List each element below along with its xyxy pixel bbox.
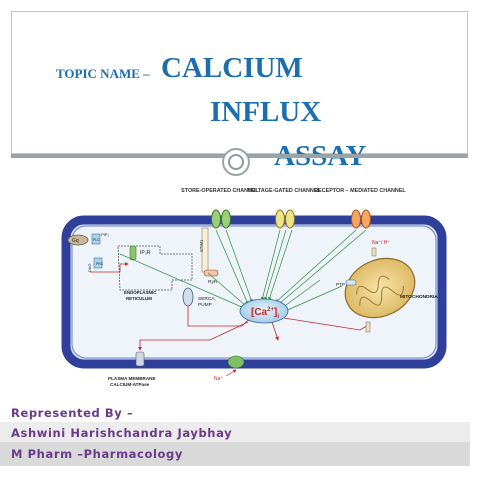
endoplasmic-reticulum: IP₃R ENDOPLASMIC RETICULUM: [117, 245, 193, 301]
voltage-gated-label: VOLTAGE-GATED CHANNEL: [247, 188, 321, 194]
title-frame: [11, 11, 468, 154]
gq-label: Gq: [72, 238, 79, 244]
ca-label: [Ca: [251, 307, 268, 318]
ca-bracket: ]: [274, 307, 277, 318]
cytoplasm: [71, 225, 437, 359]
pmca-label-1: PLASMA MEMBRANE: [108, 376, 156, 381]
topic-name-label: TOPIC NAME –: [56, 66, 150, 81]
gq-plc-complex: Gq PLC PIP₂ DAG PKC: [67, 232, 109, 272]
voltage-gated-channel: [275, 209, 295, 229]
ca-charge: 2+: [267, 307, 274, 313]
title-line-2: INFLUX: [210, 96, 322, 128]
er-label-2: RETICULUM: [126, 296, 152, 301]
plasma-membrane-atpase: PLASMA MEMBRANE CALCIUM-ATPase: [108, 351, 156, 387]
receptor-mediated-label: RECEPTOR – MEDIATED CHANNEL: [314, 188, 406, 194]
footer-band: [0, 442, 470, 466]
na-label: Na⁺: [214, 376, 223, 382]
calcium-ion-pool: [Ca2+]i: [239, 298, 289, 324]
presenter-name: Ashwini Harishchandra Jaybhay: [11, 426, 233, 440]
serca-label-1: SERCA: [198, 296, 215, 302]
pkc-label: PKC: [96, 262, 104, 266]
mitochondria: MITOCHONDRIA PTP Na⁺/ H⁺: [336, 240, 438, 333]
ryr-label: RyR: [208, 279, 218, 285]
divider-ornament-inner: [228, 154, 244, 170]
footer-band-light: [0, 422, 470, 442]
er-label-1: ENDOPLASMIC: [124, 290, 157, 295]
sodium-calcium-exchanger: Na⁺: [214, 355, 245, 382]
presenter-degree: M Pharm –Pharmacology: [11, 447, 183, 461]
ptp-label: PTP: [336, 282, 345, 287]
ip3r-label: IP₃R: [140, 250, 151, 256]
represented-by-label: Represented By –: [11, 406, 134, 420]
na-h-exchanger-label: Na⁺/ H⁺: [372, 240, 390, 246]
receptor-mediated-channel: [351, 209, 371, 229]
title-line-1: CALCIUM: [161, 52, 303, 84]
dag-label: DAG: [87, 263, 92, 272]
ca-subscript: i: [277, 314, 279, 320]
efflux-arrows: [90, 262, 371, 351]
mitochondria-label: MITOCHONDRIA: [400, 294, 438, 300]
store-operated-label: STORE-OPERATED CHANNEL: [181, 188, 259, 194]
calcium-influx-diagram: STORE-OPERATED CHANNEL VOLTAGE-GATED CHA…: [61, 188, 447, 387]
pip2-label: PIP₂: [101, 232, 109, 237]
store-operated-channel: [211, 209, 231, 229]
plc-label: PLC: [93, 238, 100, 242]
svg-text:[Ca2+]i: [Ca2+]i: [251, 307, 279, 320]
influx-arrows: [119, 229, 367, 313]
stim1-label: STIM1: [199, 239, 204, 252]
pmca-label-2: CALCIUM-ATPase: [110, 382, 150, 387]
serca-label-2: PUMP: [198, 302, 212, 308]
